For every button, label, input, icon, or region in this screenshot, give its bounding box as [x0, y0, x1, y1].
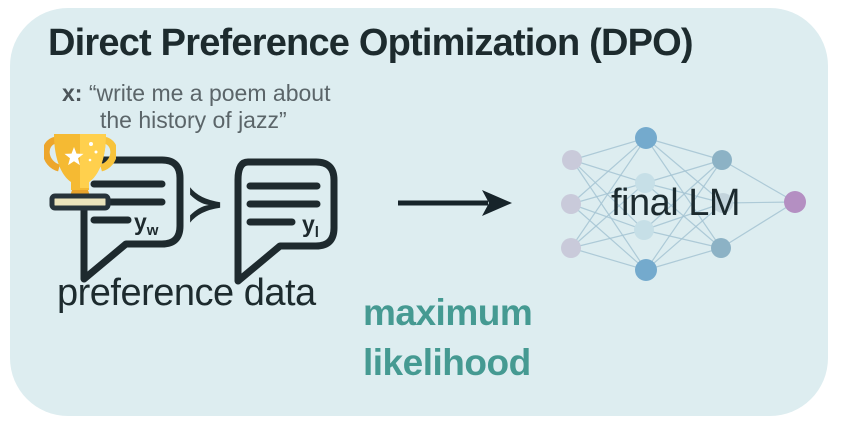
network-edge	[570, 182, 646, 249]
network-edge	[720, 201, 796, 249]
network-node-hidden-2	[712, 150, 732, 170]
network-edge	[570, 229, 645, 249]
network-edge	[570, 137, 647, 249]
trophy-sparkle	[89, 142, 93, 146]
flow-arrow-icon	[398, 190, 512, 216]
chosen-label: yw	[134, 209, 159, 239]
network-edge	[570, 203, 647, 271]
prompt-text-line2: the history of jazz”	[100, 107, 287, 133]
trophy-sparkle	[88, 158, 92, 162]
trophy-right-handle	[99, 136, 116, 172]
final-lm-network	[561, 127, 806, 281]
trophy-star	[64, 147, 84, 166]
preferred-over-symbol: ≻	[185, 178, 226, 231]
trophy-left-handle	[44, 136, 61, 172]
trophy-sparkle	[94, 150, 98, 154]
network-node-hidden-2	[711, 238, 731, 258]
arrow-head	[482, 190, 512, 216]
network-node-hidden-1	[634, 220, 654, 240]
network-node-hidden-2	[713, 193, 733, 213]
network-edge	[645, 202, 724, 271]
network-edge	[571, 159, 645, 231]
trophy-icon	[44, 134, 116, 211]
network-edge	[570, 247, 647, 271]
network-edge	[570, 137, 647, 205]
prompt-quote-line1: “write me a poem about	[88, 80, 331, 106]
network-node-output	[784, 191, 806, 213]
objective-label: maximum likelihood	[363, 288, 533, 388]
network-node-input	[561, 238, 581, 258]
network-edge	[721, 159, 796, 203]
network-edge	[645, 137, 724, 204]
objective-line1: maximum	[363, 292, 533, 333]
final-lm-label: final LM	[610, 182, 741, 224]
network-edge	[645, 247, 722, 271]
prompt-text-line1: x: “write me a poem about	[62, 80, 330, 107]
objective-line2: likelihood	[363, 342, 531, 383]
rejected-response-bubble: yl	[234, 158, 338, 285]
rejected-label: yl	[302, 211, 319, 241]
trophy-cup-highlight	[80, 134, 106, 188]
network-edge	[571, 137, 647, 161]
network-edge	[644, 182, 724, 204]
network-node-hidden-1	[635, 173, 655, 193]
network-edge	[722, 201, 796, 204]
network-node-hidden-1	[635, 127, 657, 149]
figure-title: Direct Preference Optimization (DPO)	[48, 22, 694, 64]
network-edge	[570, 203, 645, 231]
trophy-base	[49, 193, 111, 211]
network-node-input	[562, 150, 582, 170]
dpo-card	[10, 8, 828, 416]
network-edge	[644, 159, 723, 184]
prompt-variable-x: x:	[62, 80, 83, 106]
network-edge	[645, 159, 723, 271]
network-node-input	[561, 194, 581, 214]
preference-data-caption: preference data	[57, 272, 316, 314]
network-node-hidden-1	[635, 259, 657, 281]
network-edge	[645, 137, 723, 161]
bubble-outline	[234, 158, 338, 285]
network-edge	[643, 159, 723, 231]
